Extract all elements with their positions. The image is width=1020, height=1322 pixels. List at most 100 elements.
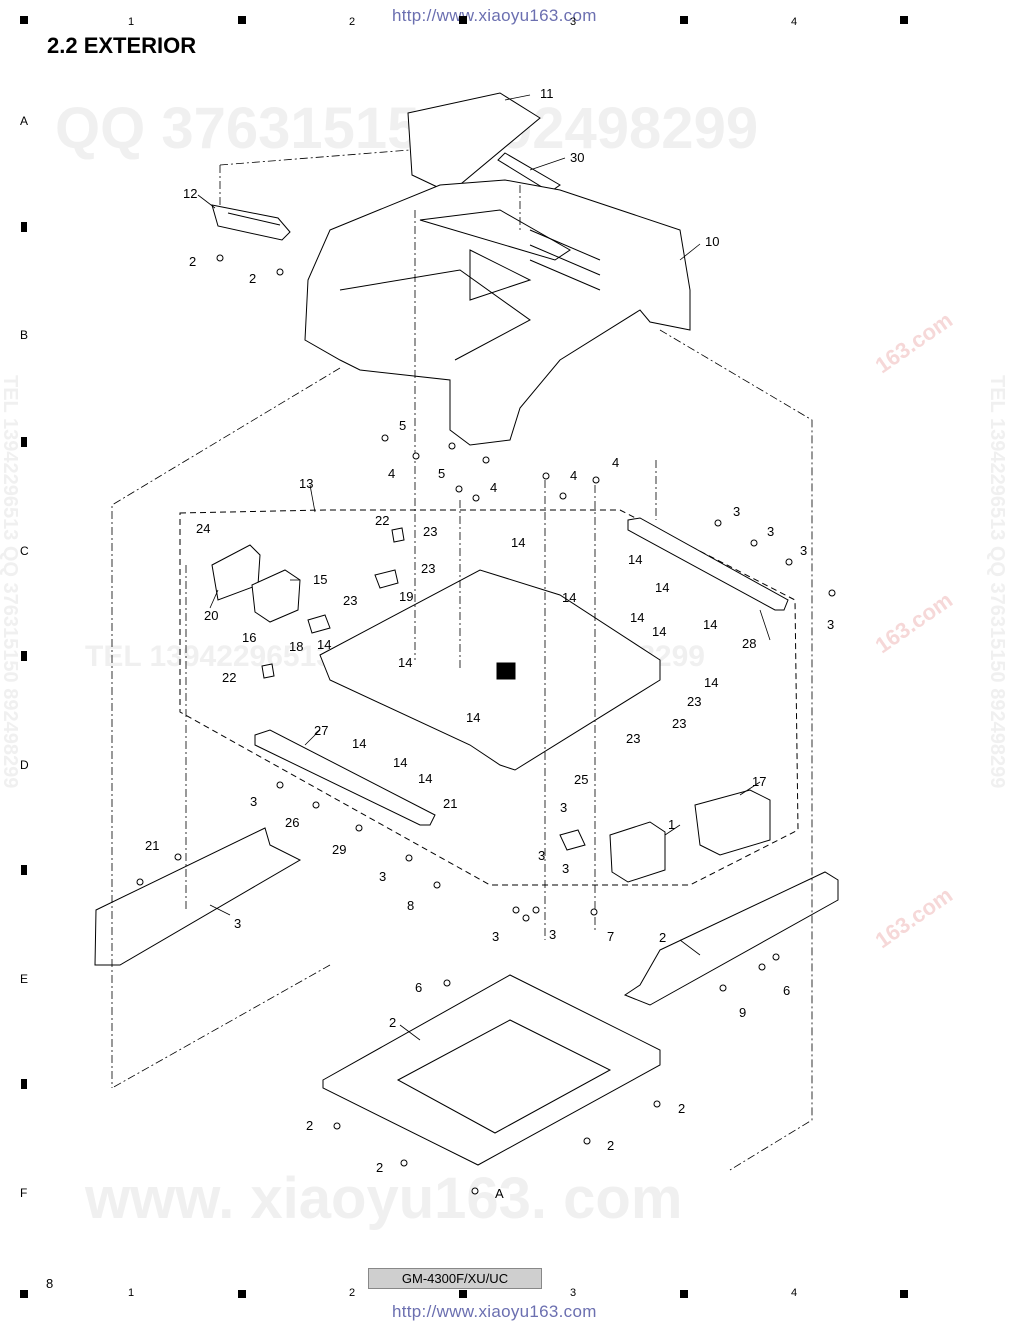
part-11-top-panel	[407, 92, 541, 194]
part-17-terminal-block	[694, 789, 771, 856]
page-number: 8	[46, 1276, 54, 1291]
callout: 9	[739, 1005, 746, 1020]
callout: 4	[490, 480, 497, 495]
callout: 14	[398, 655, 412, 670]
callout: 14	[630, 610, 644, 625]
column-number: 3	[570, 16, 577, 28]
grid-mark	[680, 1290, 688, 1298]
column-number: 3	[570, 1287, 577, 1299]
row-letter: C	[20, 544, 29, 558]
callout: 23	[687, 694, 701, 709]
callout: 3	[800, 543, 807, 558]
pcb-board	[319, 569, 661, 771]
callout: 3	[250, 794, 257, 809]
callout: 17	[752, 774, 766, 789]
part-7-side-bracket	[623, 871, 839, 1006]
row-letter: D	[20, 758, 29, 772]
callout: 29	[332, 842, 346, 857]
part-9-bottom-plate	[322, 974, 661, 1166]
callout: 24	[196, 521, 210, 536]
callout: 2	[249, 271, 256, 286]
callout: 7	[607, 929, 614, 944]
callout: 14	[703, 617, 717, 632]
callout: 1	[668, 817, 675, 832]
callout: 3	[827, 617, 834, 632]
callout: 15	[313, 572, 327, 587]
part-8-side-bracket	[94, 827, 302, 966]
grid-mark	[20, 16, 28, 24]
callout: 3	[234, 916, 241, 931]
callout: 23	[672, 716, 686, 731]
callout: 28	[742, 636, 756, 651]
callout: 22	[222, 670, 236, 685]
column-number: 1	[128, 1287, 135, 1299]
column-number: 1	[128, 16, 135, 28]
part-27-rail	[254, 729, 436, 826]
source-url-bottom[interactable]: http://www.xiaoyu163.com	[392, 1302, 597, 1321]
grid-mark	[459, 1290, 467, 1298]
callout: 16	[242, 630, 256, 645]
watermark-side-left: TEL 13942296513 QQ 376315150 892498299	[0, 375, 21, 789]
source-url-top[interactable]: http://www.xiaoyu163.com	[392, 6, 597, 25]
callout: 2	[659, 930, 666, 945]
callout: 3	[767, 524, 774, 539]
grid-mark	[680, 16, 688, 24]
callout: 3	[538, 848, 545, 863]
callout: 26	[285, 815, 299, 830]
callout: 5	[438, 466, 445, 481]
column-number: 2	[349, 16, 356, 28]
callout: 22	[375, 513, 389, 528]
grid-mark	[459, 16, 467, 24]
watermark-www: www. xiaoyu163. com	[85, 1166, 683, 1231]
callout: 11	[540, 86, 554, 101]
part-18-connector	[307, 614, 331, 634]
row-letter: E	[20, 972, 29, 986]
part-16-terminal	[251, 569, 301, 623]
part-26-terminal-block	[609, 821, 666, 883]
row-letter: F	[20, 1186, 28, 1200]
grid-mark	[21, 437, 27, 447]
callout: 2	[389, 1015, 396, 1030]
part-28-rail	[627, 517, 789, 611]
callout: 23	[343, 593, 357, 608]
callout: 5	[399, 418, 406, 433]
callout: 23	[626, 731, 640, 746]
grid-mark	[21, 222, 27, 232]
grid-mark	[21, 651, 27, 661]
grid-mark	[20, 1290, 28, 1298]
callout: 14	[704, 675, 718, 690]
section-title: 2.2 EXTERIOR	[47, 33, 197, 58]
callout: 2	[678, 1101, 685, 1116]
callout: 4	[612, 455, 619, 470]
grid-mark	[21, 1079, 27, 1089]
part-22-clip	[261, 663, 275, 679]
callout: 27	[314, 723, 328, 738]
callout: 23	[421, 561, 435, 576]
callout: 14	[317, 637, 331, 652]
part-19-connector	[374, 569, 399, 589]
callout: 25	[574, 772, 588, 787]
callout: 20	[204, 608, 218, 623]
callout: 14	[652, 624, 666, 639]
column-number: 4	[791, 1287, 798, 1299]
part-12-bracket	[211, 204, 291, 241]
row-letter: B	[20, 328, 29, 342]
callout: 2	[607, 1138, 614, 1153]
callout: 14	[655, 580, 669, 595]
part-20-bracket	[211, 544, 261, 601]
callout: 4	[570, 468, 577, 483]
callout: 30	[570, 150, 584, 165]
callout: 4	[388, 466, 395, 481]
callout: 21	[443, 796, 457, 811]
callout: 14	[628, 552, 642, 567]
callout: 3	[560, 800, 567, 815]
callout: 14	[418, 771, 432, 786]
callout: 12	[183, 186, 197, 201]
grid-mark	[21, 865, 27, 875]
callout: 6	[783, 983, 790, 998]
part-10-main-cover	[304, 179, 691, 446]
callout: 14	[466, 710, 480, 725]
part-13-chassis-outline	[179, 509, 799, 886]
model-number-box: GM-4300F/XU/UC	[368, 1268, 542, 1289]
